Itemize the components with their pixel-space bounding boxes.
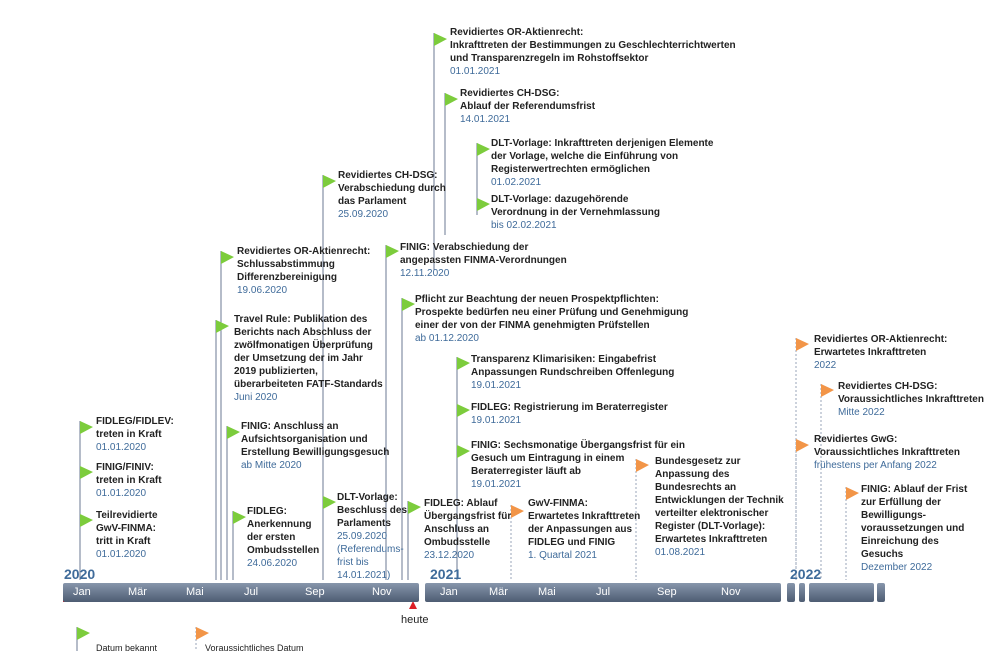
flag-icon-20 bbox=[636, 459, 649, 472]
flag-icon-19 bbox=[511, 505, 524, 518]
event-transparenz-klimarisiken: Transparenz Klimarisiken: Eingabefrist A… bbox=[471, 354, 675, 391]
flag-icon-7 bbox=[402, 298, 415, 311]
month-2020-mar: Mär bbox=[128, 586, 147, 598]
month-2021-jul: Jul bbox=[596, 586, 611, 598]
month-2021-mar: Mär bbox=[489, 586, 508, 598]
event-finig-finma-verordnungen: FINIG: Verabschiedung der angepassten FI… bbox=[400, 242, 567, 279]
flag-icon-15 bbox=[80, 514, 93, 527]
event-finig-uebergangsfrist-beraterregister: FINIG: Sechsmonatige Übergangsfrist für … bbox=[471, 440, 685, 490]
event-fidleg-beraterregister: FIDLEG: Registrierung im Beraterregister… bbox=[471, 402, 668, 426]
timeline-bar-2022-a bbox=[787, 583, 795, 602]
flag-icon-9 bbox=[457, 357, 470, 370]
year-label-2022: 2022 bbox=[790, 566, 822, 582]
flag-icon-16 bbox=[233, 511, 246, 524]
timeline-bar-2021 bbox=[425, 583, 781, 602]
flag-icon-2 bbox=[477, 143, 490, 156]
year-label-2021: 2021 bbox=[430, 566, 462, 582]
flag-icon-4 bbox=[323, 175, 336, 188]
year-label-2020: 2020 bbox=[64, 566, 96, 582]
month-2020-nov: Nov bbox=[372, 586, 392, 598]
event-ch-dsg-erwartet: Revidiertes CH-DSG: Voraussichtliches In… bbox=[838, 381, 984, 418]
timeline-bar-2022-d bbox=[877, 583, 885, 602]
timeline-bar-2022-b bbox=[799, 583, 805, 602]
flag-icon-23 bbox=[796, 439, 809, 452]
month-2021-mai: Mai bbox=[538, 586, 556, 598]
event-prospektpflichten: Pflicht zur Beachtung der neuen Prospekt… bbox=[415, 294, 689, 344]
event-gwg-erwartet: Revidiertes GwG: Voraussichtliches Inkra… bbox=[814, 434, 960, 471]
event-ch-dsg-verabschiedung: Revidiertes CH-DSG: Verabschiedung durch… bbox=[338, 170, 446, 220]
event-finig-frist-2022: FINIG: Ablauf der Frist zur Erfüllung de… bbox=[861, 484, 968, 573]
flag-icon-10 bbox=[457, 404, 470, 417]
month-2021-nov: Nov bbox=[721, 586, 741, 598]
flag-icon-17 bbox=[323, 496, 336, 509]
flag-icon-11 bbox=[227, 426, 240, 439]
event-or-aktienrecht-schlussabstimmung: Revidiertes OR-Aktienrecht: Schlussabsti… bbox=[237, 246, 371, 296]
flag-icon-22 bbox=[821, 384, 834, 397]
flag-icon-14 bbox=[80, 466, 93, 479]
event-dlt-verordnung-vernehmlassung: DLT-Vorlage: dazugehörende Verordnung in… bbox=[491, 194, 660, 231]
month-2020-sep: Sep bbox=[305, 586, 325, 598]
flag-icon-3 bbox=[477, 198, 490, 211]
flag-icon-24 bbox=[846, 487, 859, 500]
event-dlt-bundesgesetz-erwartet: Bundesgesetz zur Anpassung des Bundesrec… bbox=[655, 456, 784, 558]
event-finig-anschluss-aufsicht: FINIG: Anschluss an Aufsichtsorganisatio… bbox=[241, 421, 390, 471]
event-ch-dsg-referendumsfrist: Revidiertes CH-DSG: Ablauf der Referendu… bbox=[460, 88, 596, 125]
month-2020-jan: Jan bbox=[73, 586, 91, 598]
legend-known-flag-icon bbox=[77, 627, 90, 640]
month-2021-sep: Sep bbox=[657, 586, 677, 598]
event-or-aktienrecht-inkrafttreten-2021: Revidiertes OR-Aktienrecht: Inkrafttrete… bbox=[450, 27, 736, 77]
event-gwv-finma-teilrevision: Teilrevidierte GwV-FINMA: tritt in Kraft… bbox=[96, 510, 158, 560]
event-gwv-finma-erwartet: GwV-FINMA: Erwartetes Inkrafttreten der … bbox=[528, 498, 641, 561]
legend-expected-label: Voraussichtliches Datum bbox=[205, 643, 304, 653]
legend-known-label: Datum bekannt bbox=[96, 643, 158, 653]
flag-icon-5 bbox=[386, 245, 399, 258]
timeline-bar-2020 bbox=[63, 583, 419, 602]
today-label: heute bbox=[401, 614, 429, 626]
month-2020-jul: Jul bbox=[244, 586, 259, 598]
flag-icon-13 bbox=[80, 421, 93, 434]
flag-icon-1 bbox=[445, 93, 458, 106]
event-dlt-registerwertrechte: DLT-Vorlage: Inkrafttreten derjenigen El… bbox=[491, 138, 714, 188]
flag-icon-21 bbox=[796, 338, 809, 351]
flag-icon-0 bbox=[434, 33, 447, 46]
flag-icon-8 bbox=[216, 320, 229, 333]
flag-icon-12 bbox=[457, 445, 470, 458]
flag-icon-6 bbox=[221, 251, 234, 264]
event-or-aktienrecht-erwartet: Revidiertes OR-Aktienrecht: Erwartetes I… bbox=[814, 334, 948, 371]
event-travel-rule: Travel Rule: Publikation des Berichts na… bbox=[234, 314, 383, 403]
legend-expected-flag-icon bbox=[196, 627, 209, 640]
timeline-bar-2022-c bbox=[809, 583, 874, 602]
flag-icon-18 bbox=[408, 501, 421, 514]
today-marker-icon bbox=[409, 601, 417, 609]
month-2021-jan: Jan bbox=[440, 586, 458, 598]
event-fidleg-ombudsstellen: FIDLEG: Anerkennung der ersten Ombudsste… bbox=[247, 506, 320, 569]
event-fidleg-ombudsstelle-frist: FIDLEG: Ablauf Übergangsfrist für Anschl… bbox=[424, 498, 512, 561]
month-2020-mai: Mai bbox=[186, 586, 204, 598]
